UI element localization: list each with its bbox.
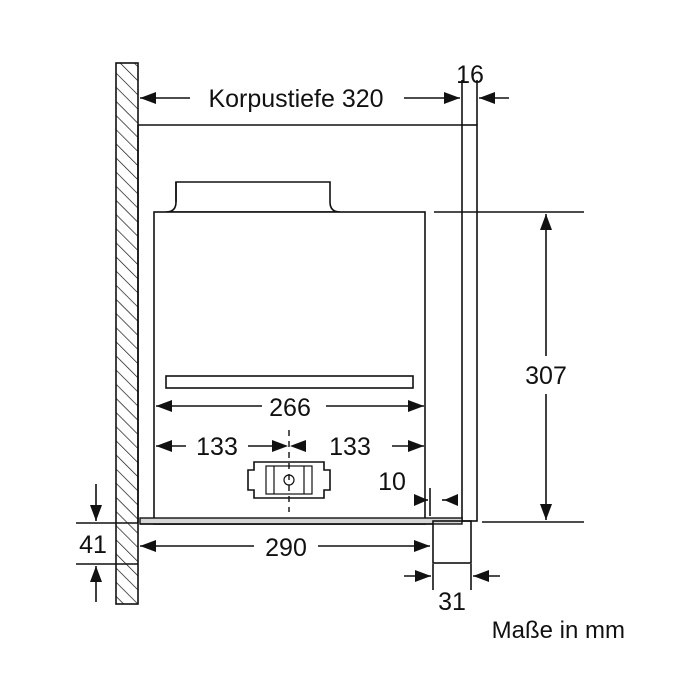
bottom-left-label: 41 [79,531,107,559]
front-thickness-label: 16 [456,61,484,89]
filter-rail [165,375,414,389]
dim-base-depth: 31 [404,564,500,616]
offset-label: 10 [378,468,406,496]
dim-depth: Korpustiefe 320 [140,80,478,125]
hood-body [153,181,426,525]
height-label: 307 [525,362,567,390]
cabinet-frame [137,124,478,523]
dim-bottom-width: 290 [140,534,430,562]
dim-offset: 10 [378,468,458,516]
dim-halves: 133 133 [156,433,424,461]
dim-front-thickness: 16 [456,61,509,104]
half-right-label: 133 [329,433,371,461]
inner-width-label: 266 [269,394,311,422]
base-strip [139,517,463,525]
dim-bottom-left: 41 [76,484,138,602]
half-left-label: 133 [196,433,238,461]
units-note: Maße in mm [492,617,625,644]
dim-inner-width: 266 [156,394,424,422]
dim-height: 307 [434,211,584,523]
base-depth-label: 31 [438,588,466,616]
bottom-width-label: 290 [265,534,307,562]
front-lip [432,520,472,564]
depth-label: Korpustiefe 320 [208,85,383,113]
